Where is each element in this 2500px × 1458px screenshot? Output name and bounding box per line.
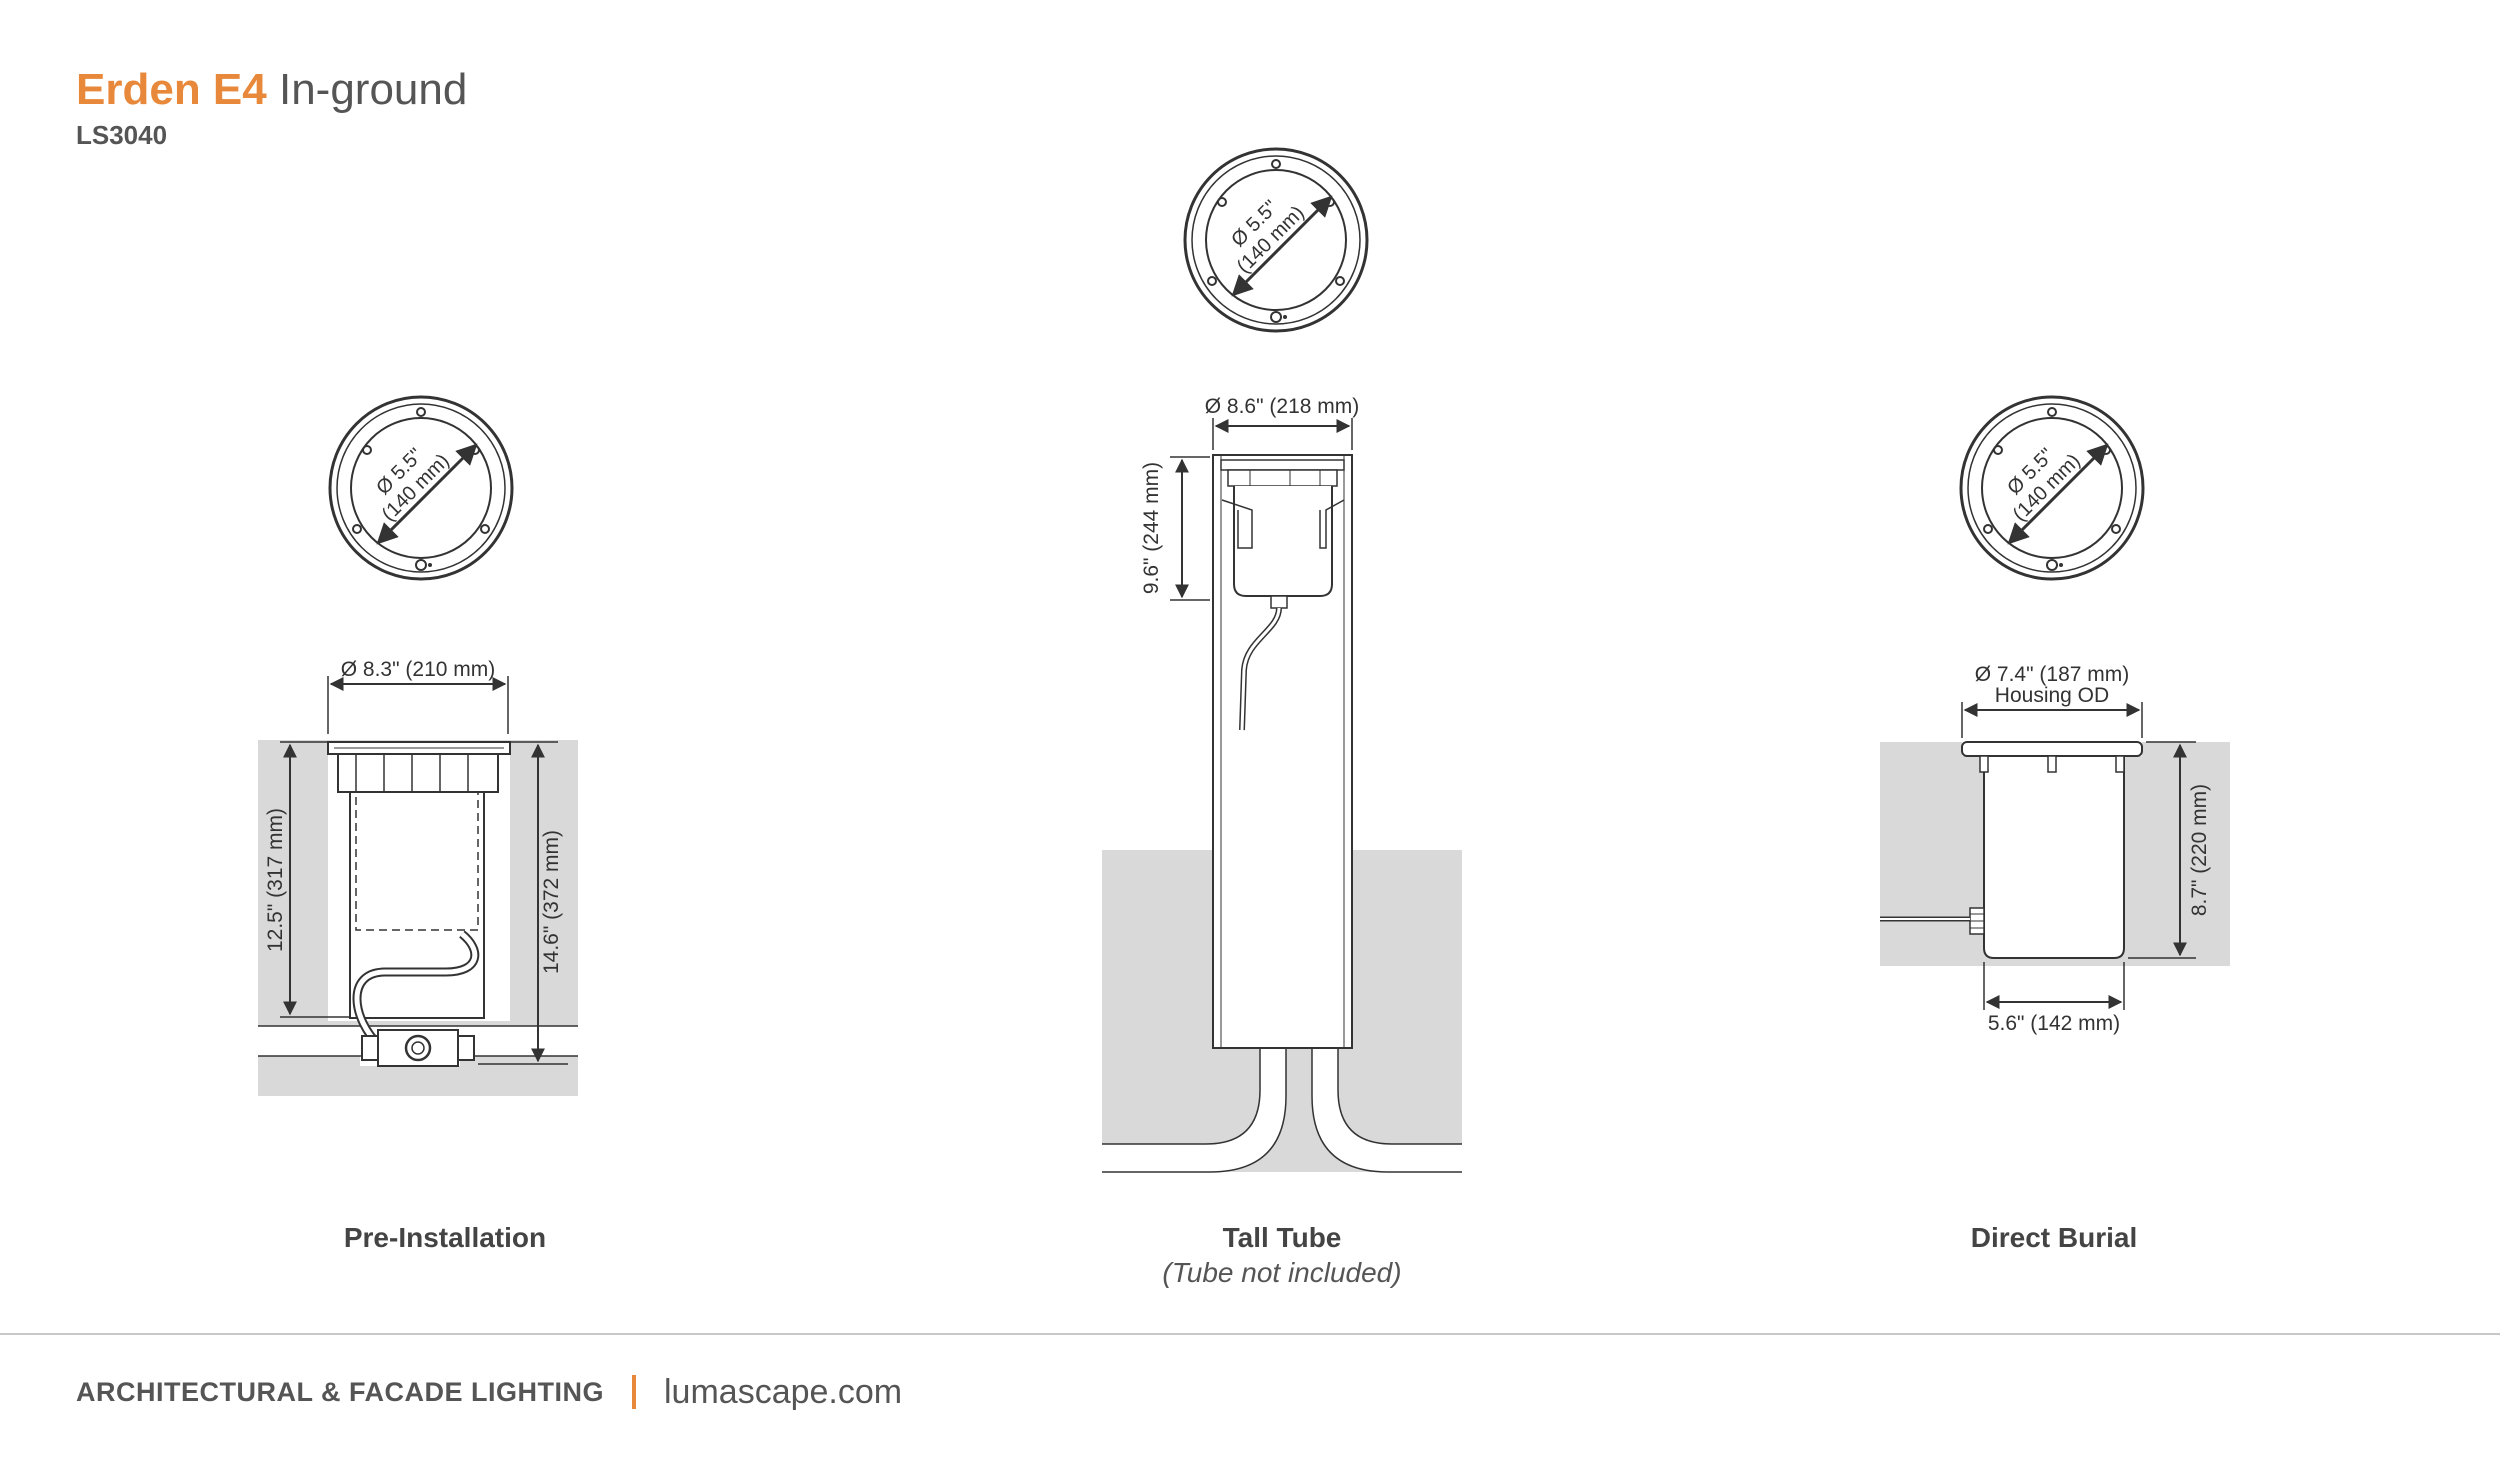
footer-website-link[interactable]: lumascape.com bbox=[664, 1372, 903, 1411]
tall-tube-width-dim: Ø 8.6" (218 mm) bbox=[1205, 395, 1360, 418]
pre-installation-top-view: Ø 5.5" (140 mm) bbox=[328, 395, 514, 581]
pre-installation-diagram: Ø 5.5" (140 mm) bbox=[258, 395, 578, 1096]
tall-tube-dimensions: Ø 8.6" (218 mm) 9.6" (244 mm) bbox=[1140, 395, 1360, 601]
direct-burial-height-dim: 8.7" (220 mm) bbox=[2188, 784, 2211, 916]
pre-installation-right-height-dim: 14.6" (372 mm) bbox=[540, 830, 563, 974]
direct-burial-diagram: Ø 5.5" (140 mm) Ø 7.4" (187 mm) bbox=[1880, 395, 2230, 1035]
product-name: Erden E4 bbox=[76, 65, 267, 114]
pre-installation-width-dim: Ø 8.3" (210 mm) bbox=[341, 658, 496, 681]
direct-burial-caption: Direct Burial bbox=[1970, 1222, 2138, 1253]
tall-tube-diagram: Ø 5.5" (140 mm) bbox=[1102, 147, 1462, 1173]
pre-installation-dimensions: Ø 8.3" (210 mm) 12.5" (317 mm) 14.6" (37… bbox=[264, 658, 568, 1065]
direct-burial-width-note: Housing OD bbox=[1995, 684, 2109, 707]
direct-burial-dimensions: Ø 7.4" (187 mm) Housing OD 8.7" (220 mm)… bbox=[1961, 663, 2211, 1035]
tall-tube-height-dim: 9.6" (244 mm) bbox=[1140, 462, 1163, 594]
page-title: Erden E4 In-ground bbox=[76, 62, 467, 118]
direct-burial-top-view: Ø 5.5" (140 mm) bbox=[1959, 395, 2145, 581]
pre-installation-section bbox=[258, 740, 578, 1096]
product-type: In-ground bbox=[278, 65, 468, 114]
product-code: LS3040 bbox=[76, 120, 168, 150]
footer-tagline: ARCHITECTURAL & FACADE LIGHTING bbox=[76, 1376, 604, 1407]
direct-burial-bottom-dim: 5.6" (142 mm) bbox=[1988, 1012, 2120, 1035]
pre-installation-caption: Pre-Installation bbox=[343, 1222, 547, 1253]
footer: ARCHITECTURAL & FACADE LIGHTING lumascap… bbox=[76, 1372, 902, 1412]
direct-burial-section bbox=[1880, 741, 2230, 966]
tall-tube-section bbox=[1102, 454, 1462, 1173]
footer-divider bbox=[0, 1333, 2500, 1335]
pre-installation-left-height-dim: 12.5" (317 mm) bbox=[264, 808, 287, 952]
footer-separator bbox=[632, 1375, 636, 1409]
direct-burial-width-dim: Ø 7.4" (187 mm) bbox=[1975, 663, 2130, 686]
header: Erden E4 In-ground LS3040 bbox=[76, 62, 467, 151]
tall-tube-caption-note: (Tube not included) bbox=[1162, 1257, 1402, 1288]
tall-tube-top-view: Ø 5.5" (140 mm) bbox=[1183, 147, 1369, 333]
tall-tube-caption: Tall Tube bbox=[1222, 1222, 1342, 1253]
